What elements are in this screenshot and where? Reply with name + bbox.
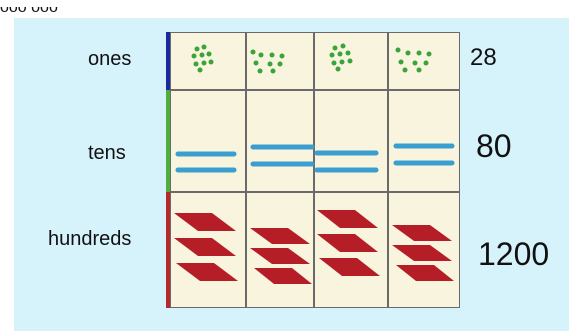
dot-cluster-icon [191,44,214,73]
ones-cell-1 [170,32,246,90]
hundred-flat-icon [392,225,454,281]
hundred-flat-icon [174,213,238,281]
tens-color-bar [166,90,170,192]
row-label-tens: tens [88,142,126,164]
tens-cell-4 [388,90,460,192]
ones-value: 28 [470,44,497,71]
tens-cell-2 [246,90,314,192]
manipulatives-layer [174,43,455,284]
place-value-panel: ones tens hundreds 28 80 1200 [14,18,569,331]
row-label-hundreds: hundreds [48,228,132,250]
dot-cluster-icon [329,43,353,72]
hundreds-value: 1200 [478,236,550,272]
hundreds-color-bar [166,192,170,308]
ten-rod-icon [175,151,237,173]
hundred-flat-icon [250,228,312,284]
tens-cell-1 [170,90,246,192]
tens-value: 80 [476,128,512,164]
ones-color-bar [166,32,170,90]
ten-rod-icon [393,143,455,166]
ten-rod-icon [250,144,315,167]
tens-cell-3 [314,90,388,192]
top-cropped-strip: ooo ooo [0,0,569,18]
ten-rod-icon [314,150,379,173]
ones-cell-2 [246,32,314,90]
hundred-flat-icon [317,210,380,276]
dot-cluster-icon [395,47,432,73]
row-label-ones: ones [88,48,132,70]
dot-cluster-icon [250,49,285,74]
cropped-text-fragment: ooo ooo [0,0,58,16]
